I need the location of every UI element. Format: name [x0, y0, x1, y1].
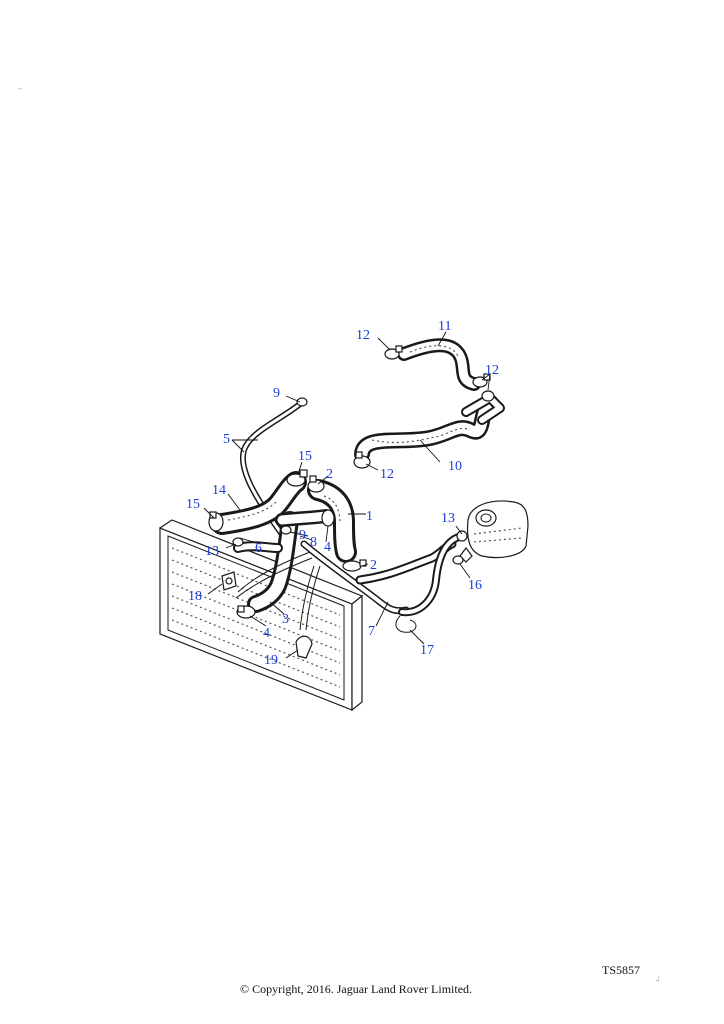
radiator	[158, 519, 364, 712]
clip-4b	[236, 605, 256, 619]
callout-16: 16	[468, 578, 482, 593]
callout-10: 10	[448, 459, 462, 474]
callout-9b: 9	[299, 528, 306, 543]
clip-12a	[384, 345, 403, 360]
hose-7	[300, 532, 466, 617]
callout-15b: 15	[186, 497, 200, 512]
callout-5: 5	[223, 432, 230, 447]
clip-12c	[481, 390, 495, 402]
hose-1	[307, 479, 357, 563]
clip-16	[452, 555, 464, 565]
clip-2b	[342, 559, 367, 572]
clip-19	[295, 635, 313, 659]
callout-12b: 12	[485, 363, 499, 378]
clip-15a	[286, 469, 308, 487]
hose-6	[233, 541, 321, 631]
clip-2a	[307, 475, 325, 493]
callout-6: 6	[255, 541, 262, 556]
callout-19: 19	[264, 653, 278, 668]
callout-2b: 2	[370, 558, 377, 573]
callout-9a: 9	[273, 386, 280, 401]
clip-9b	[280, 525, 292, 535]
clip-17	[395, 615, 417, 633]
copyright-notice: © Copyright, 2016. Jaguar Land Rover Lim…	[239, 982, 473, 996]
diagram-reference: TS5857	[601, 963, 640, 977]
callout-12c: 12	[380, 467, 394, 482]
crop-mark-bottom-right: ┘	[656, 976, 662, 985]
callout-3: 3	[282, 612, 289, 627]
callout-14: 14	[212, 483, 226, 498]
clip-18	[221, 571, 237, 591]
hose-10	[354, 393, 505, 462]
callout-11: 11	[438, 319, 451, 334]
hose-clips	[208, 345, 495, 659]
clip-9a	[296, 397, 308, 407]
callout-18: 18	[188, 589, 202, 604]
callouts: 1 2 2 3 4 4 5 6 7 8 9 9 10 11 12 12 12 1…	[186, 319, 499, 668]
callout-7: 7	[368, 624, 375, 639]
clip-4a	[321, 509, 335, 527]
clip-15b	[208, 511, 224, 532]
leader-lines	[203, 331, 491, 659]
callout-8: 8	[310, 535, 317, 550]
hose-11	[397, 338, 481, 391]
expansion-tank	[459, 500, 529, 563]
callout-17: 17	[420, 643, 434, 658]
callout-4b: 4	[263, 626, 270, 641]
callout-13a: 13	[205, 544, 219, 559]
callout-15a: 15	[298, 449, 312, 464]
callout-12a: 12	[356, 328, 370, 343]
callout-13b: 13	[441, 511, 455, 526]
clip-12d	[353, 451, 371, 469]
callout-4a: 4	[324, 540, 331, 555]
callout-2a: 2	[326, 467, 333, 482]
hose-14	[211, 471, 307, 535]
crop-mark-top-left: ⌐	[18, 84, 23, 93]
callout-1: 1	[366, 509, 373, 524]
clip-13b	[456, 530, 468, 542]
